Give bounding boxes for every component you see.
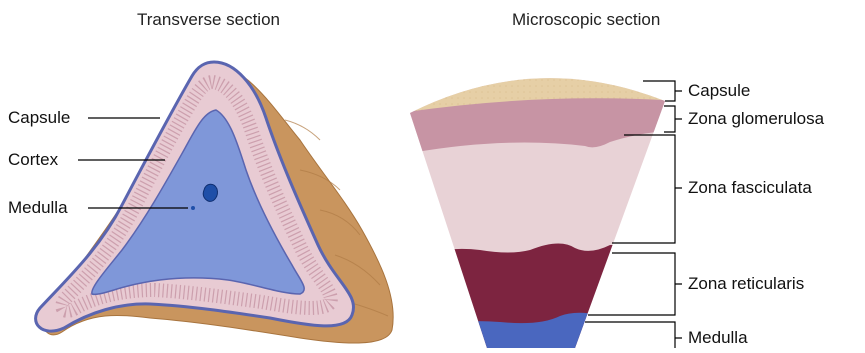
- small-vessel: [191, 206, 195, 210]
- transverse-section-title: Transverse section: [137, 10, 280, 30]
- zona-reticularis-label: Zona reticularis: [688, 274, 804, 294]
- medulla-bracket: [585, 322, 682, 348]
- microscopic-section: [400, 40, 682, 348]
- transverse-section: [36, 62, 394, 343]
- transverse-medulla-label: Medulla: [8, 198, 68, 218]
- micro-medulla-label: Medulla: [688, 328, 748, 348]
- glomerulosa-bracket: [664, 106, 682, 132]
- transverse-capsule-label: Capsule: [8, 108, 70, 128]
- central-vein: [203, 184, 217, 201]
- zona-fasciculata-label: Zona fasciculata: [688, 178, 812, 198]
- zona-glomerulosa-label: Zona glomerulosa: [688, 109, 824, 129]
- microscopic-section-title: Microscopic section: [512, 10, 660, 30]
- micro-capsule-label: Capsule: [688, 81, 750, 101]
- transverse-cortex-label: Cortex: [8, 150, 58, 170]
